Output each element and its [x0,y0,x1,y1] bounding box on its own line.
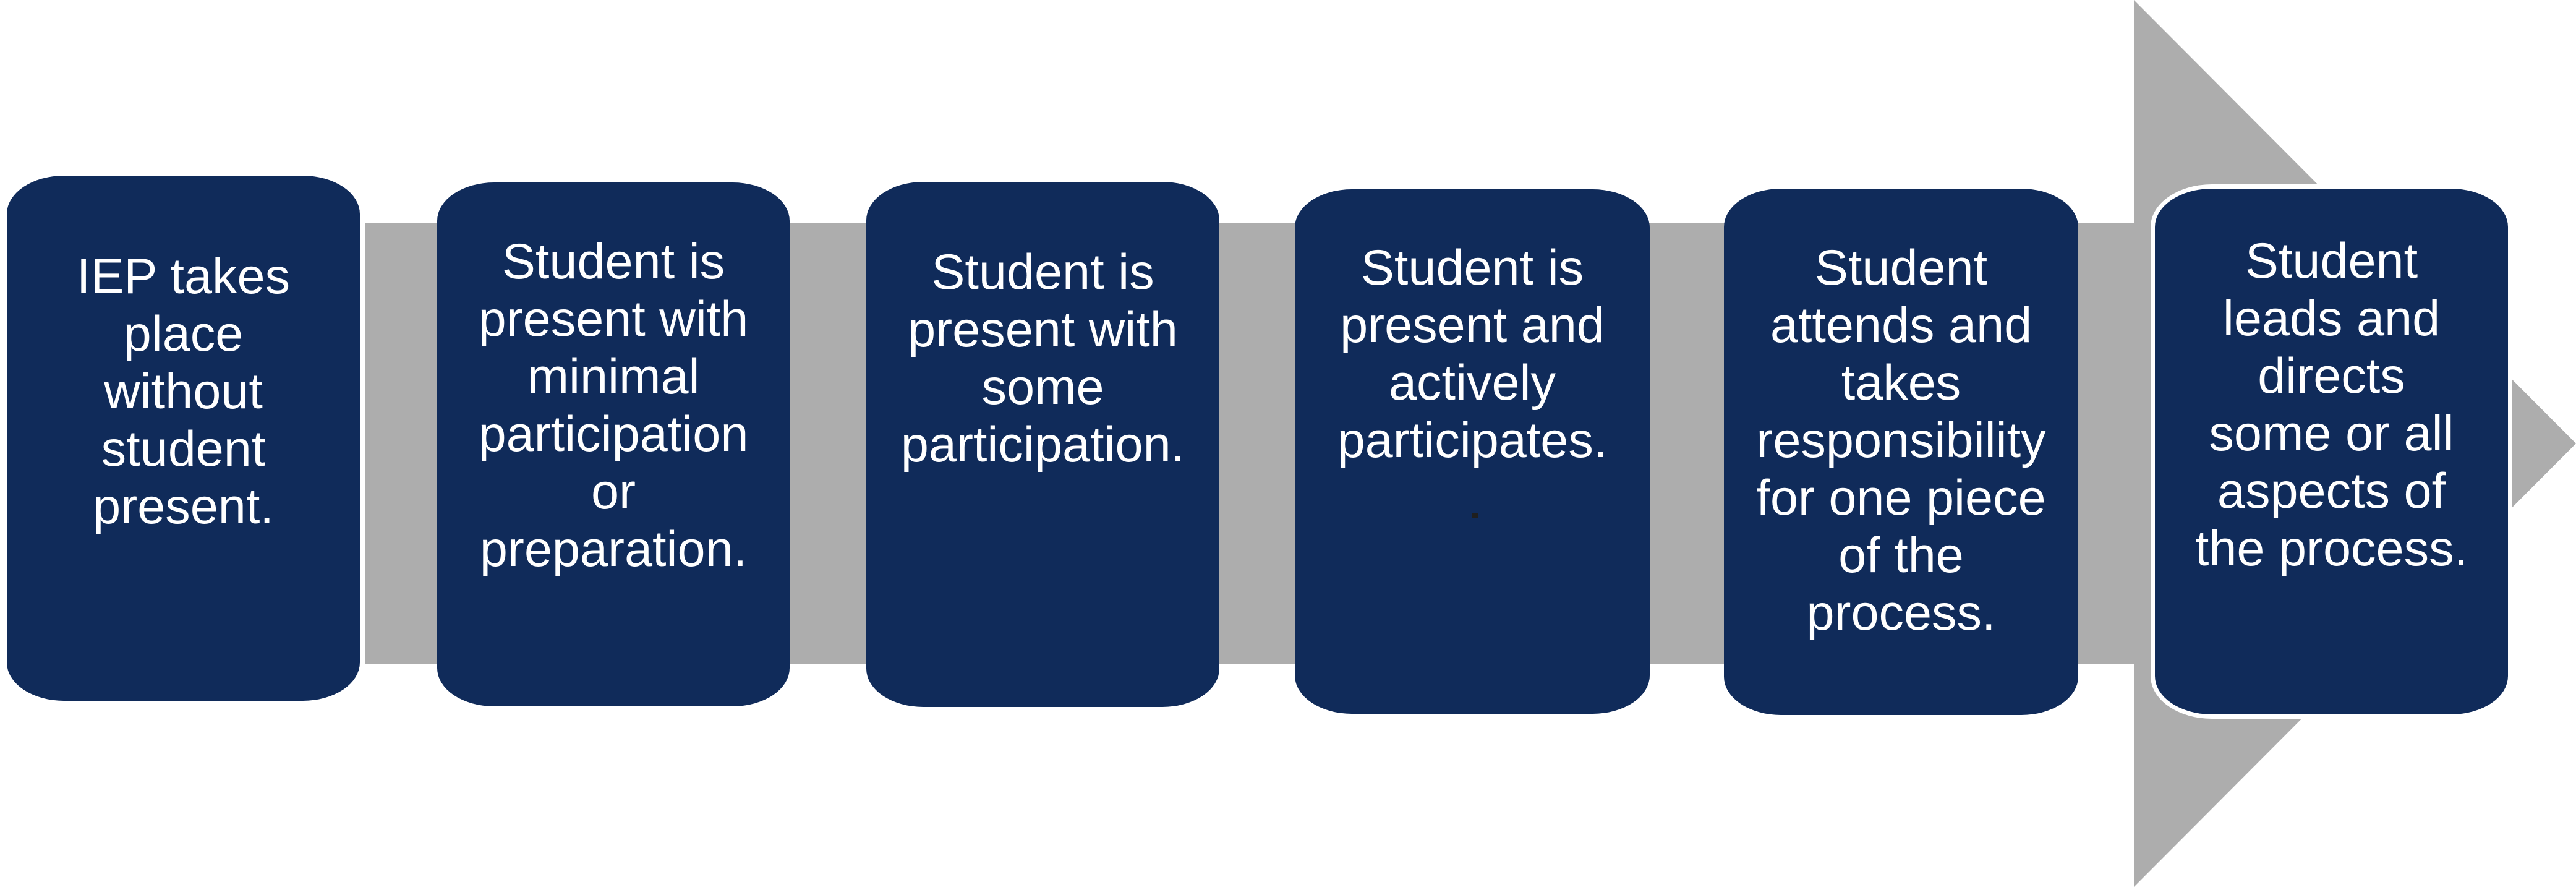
step-text-line: present. [93,479,274,534]
step-text-line: actively [1388,355,1556,411]
step-4-active-participation: Student is present and actively particip… [1295,189,1650,714]
step-text-line: aspects of [2217,463,2446,519]
step-text-line: present with [908,302,1178,358]
step-text-line: Student [2245,233,2418,289]
step-text-line: leads and [2222,291,2441,346]
step-text-line: IEP takes [76,249,291,304]
step-text-line: takes [1841,355,1961,411]
step-text-line: some or all [2209,406,2454,461]
step-text-line: the process. [2194,521,2468,576]
step-text-line: attends and [1770,298,2032,353]
step-text-line: directs [2258,348,2405,404]
step-text-line: for one piece [1756,470,2046,526]
step-text-line: responsibility [1756,413,2046,468]
step-text-line: participation. [900,417,1185,473]
step-text-line: participates. [1337,413,1608,468]
step-text-line: or [591,464,636,520]
step-5-takes-responsibility: Student attends and takes responsibility… [1724,189,2078,715]
step-text-line: some [981,359,1104,415]
step-text-line: without [104,364,263,419]
step-text-line: of the [1838,528,1964,583]
step-text-line: present with [478,291,749,347]
step-text-line: process. [1806,585,1996,641]
step-text-line: participation [478,406,749,462]
step-text-line: Student [1814,240,1988,296]
stray-dot-artifact [1472,513,1478,518]
step-text-line: Student is [501,234,725,289]
step-text-line: minimal [527,349,700,405]
step-text-line: present and [1340,298,1605,353]
step-text-line: place [123,306,244,362]
step-text-line: Student is [931,244,1154,300]
step-text-line: student [101,421,266,477]
step-text-line: Student is [1360,240,1584,296]
step-1-iep-without-student: IEP takes place without student present. [7,176,360,701]
step-3-some-participation: Student is present with some participati… [866,182,1219,707]
step-2-minimal-participation: Student is present with minimal particip… [437,182,790,706]
step-text-line: preparation. [479,521,748,577]
step-6-student-leads: Student leads and directs some or all as… [2155,189,2508,714]
